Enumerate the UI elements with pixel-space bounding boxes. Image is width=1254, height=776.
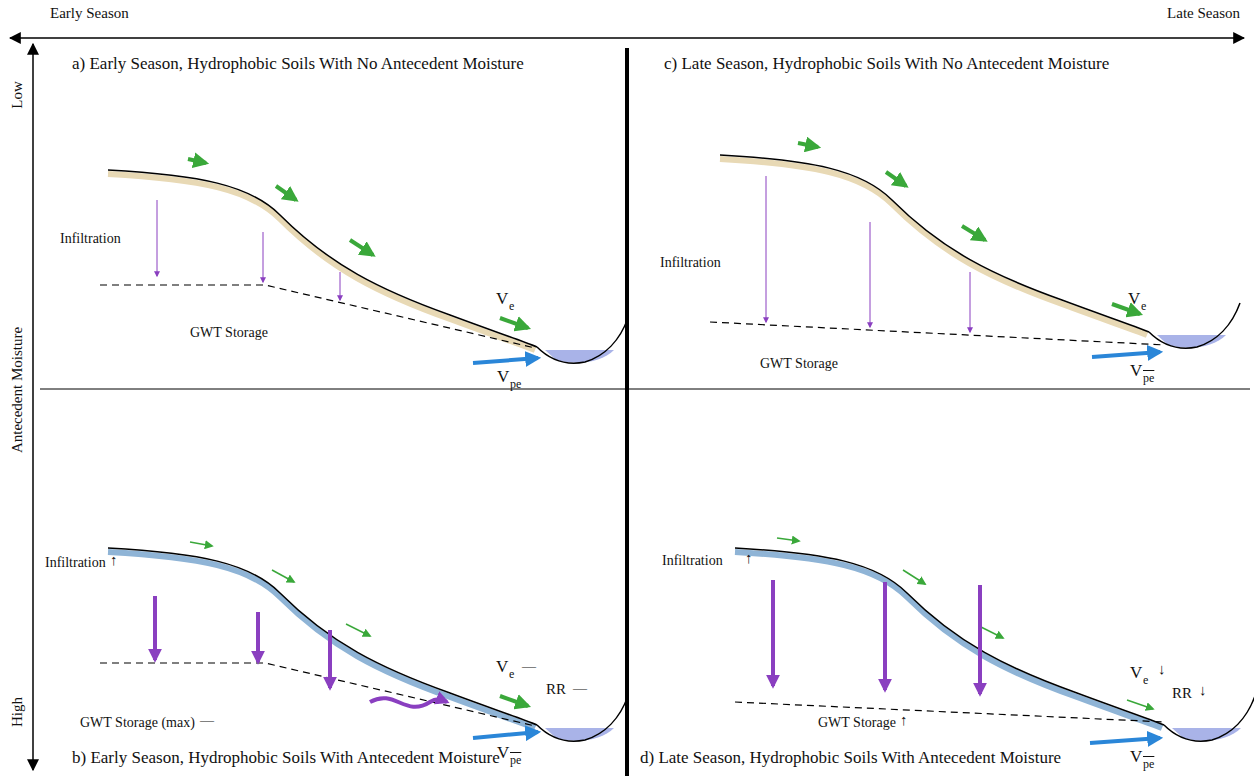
diagram-label: ↓ xyxy=(1199,683,1207,698)
panel-region: d) Late Season, Hydrophobic Soils With A… xyxy=(640,394,1250,774)
diagram-label: Low xyxy=(10,79,25,111)
diagram-label: V xyxy=(1130,362,1142,379)
panel-heading: c) Late Season, Hydrophobic Soils With N… xyxy=(664,54,1109,74)
diagram-label: V xyxy=(496,290,508,307)
diagram-label: GWT Storage (max) xyxy=(80,716,195,730)
panel-region: a) Early Season, Hydrophobic Soils With … xyxy=(72,52,622,382)
diagram-label: RR xyxy=(1172,686,1192,701)
diagram-label: High xyxy=(10,695,25,729)
panel-heading: b) Early Season, Hydrophobic Soils With … xyxy=(72,748,500,768)
diagram-label: Late Season xyxy=(1167,6,1240,21)
panel-heading: d) Late Season, Hydrophobic Soils With A… xyxy=(640,748,1061,768)
diagram-label: — xyxy=(200,714,214,728)
diagram-label: pe xyxy=(510,378,521,390)
diagram-label: Infiltration xyxy=(60,232,121,246)
diagram-label: Infiltration xyxy=(662,554,723,568)
diagram-label: pe xyxy=(1143,372,1154,384)
diagram-label: V xyxy=(1130,664,1142,681)
diagram-label: V xyxy=(497,368,509,385)
diagram-label: V xyxy=(496,658,508,675)
diagram-label: V xyxy=(1128,290,1140,307)
diagram-label: ↑ xyxy=(900,713,908,728)
diagram-label: e xyxy=(1143,674,1148,686)
diagram-label: e xyxy=(509,668,514,680)
diagram-label: RR xyxy=(546,682,566,697)
diagram-label: pe xyxy=(1143,758,1154,770)
diagram-label: GWT Storage xyxy=(818,716,896,730)
diagram-label: V xyxy=(497,744,509,761)
diagram-label: e xyxy=(1141,300,1146,312)
diagram-label: Antecedent Moisture xyxy=(10,325,25,455)
diagram-label: — xyxy=(573,682,587,696)
diagram-label: GWT Storage xyxy=(190,326,268,340)
panel-region: c) Late Season, Hydrophobic Soils With N… xyxy=(664,52,1250,382)
diagram-label: pe xyxy=(510,754,521,766)
diagram-label: Infiltration xyxy=(45,556,106,570)
panel-heading: a) Early Season, Hydrophobic Soils With … xyxy=(72,54,524,74)
diagram-label: ↑ xyxy=(110,553,118,568)
diagram-label: ↓ xyxy=(1158,662,1166,677)
diagram-label: Early Season xyxy=(50,6,129,21)
diagram-label: — xyxy=(522,660,536,674)
diagram-label: ↑ xyxy=(745,551,753,566)
diagram-label: GWT Storage xyxy=(760,357,838,371)
diagram-label: e xyxy=(509,300,514,312)
diagram-label: V xyxy=(1130,748,1142,765)
diagram-label: Infiltration xyxy=(660,256,721,270)
